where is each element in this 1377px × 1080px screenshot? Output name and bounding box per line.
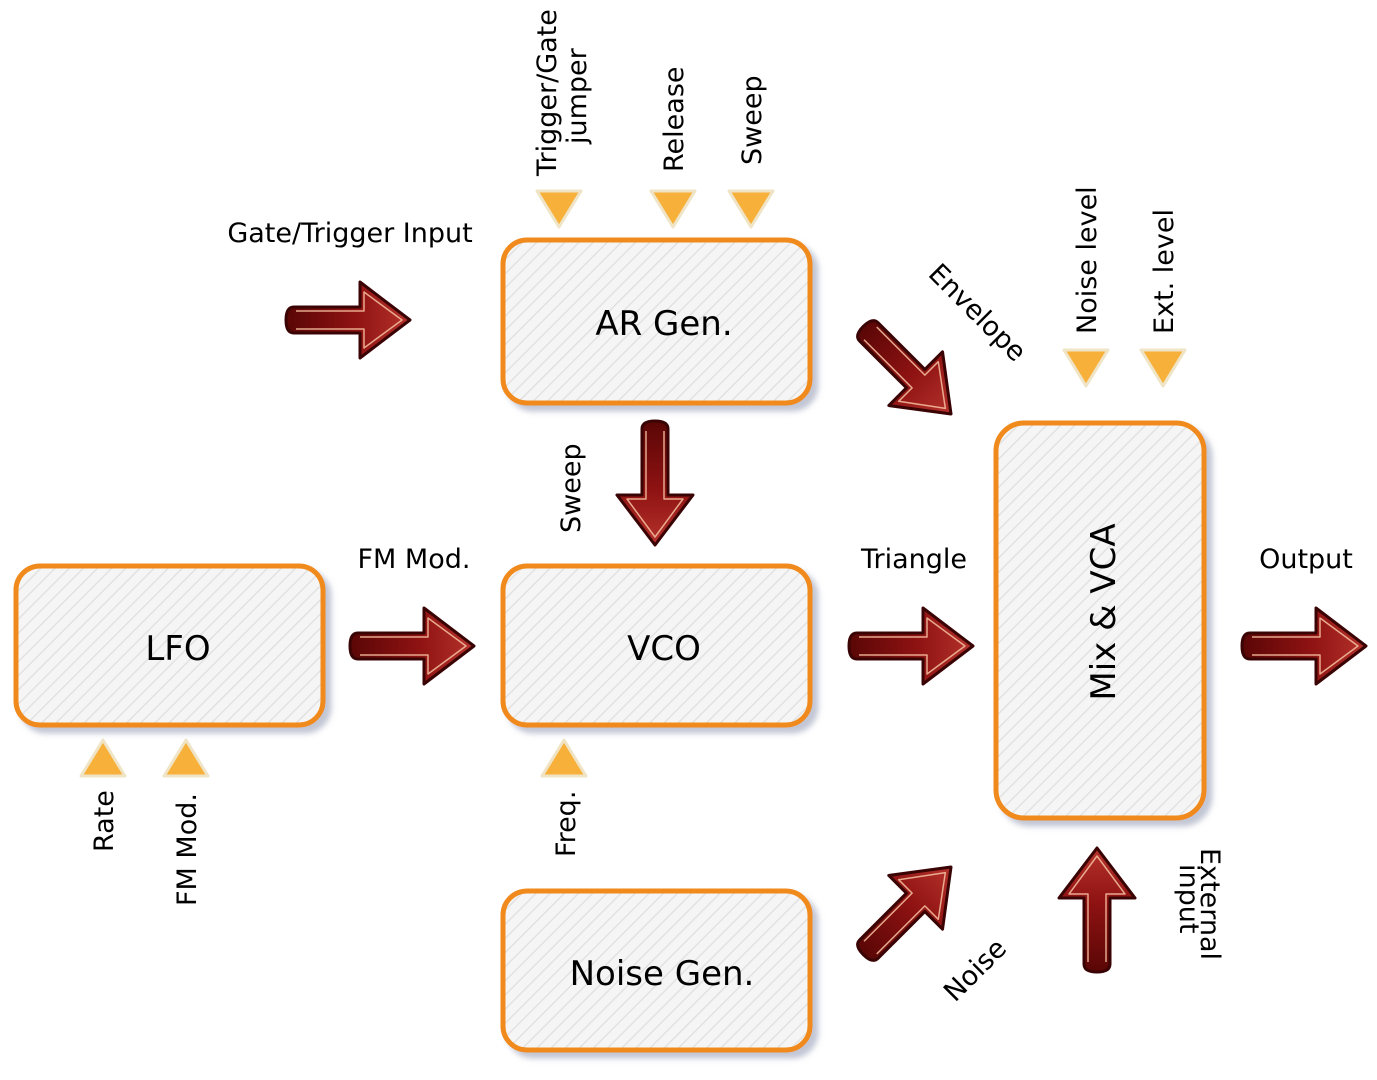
external-input-arrow-icon (1057, 846, 1137, 974)
trigger-gate-jumper-knob-icon[interactable] (535, 189, 583, 229)
sweep-signal-label: Sweep (556, 443, 587, 533)
noise-signal-label: Noise (938, 933, 1013, 1008)
external-input-label-line1: External (1194, 848, 1225, 960)
ext-level-label: Ext. level (1149, 209, 1180, 334)
mix-vca-label: Mix & VCA (1084, 523, 1124, 700)
envelope-arrow-icon (834, 297, 980, 443)
output-label: Output (1259, 544, 1353, 575)
lfo-fm-mod-label: FM Mod. (172, 793, 203, 906)
gate-input-arrow-icon (284, 280, 412, 360)
lfo-block: LFO (13, 563, 326, 728)
freq-knob-icon[interactable] (540, 738, 588, 778)
noise-level-knob-icon[interactable] (1062, 348, 1110, 388)
rate-label: Rate (89, 790, 120, 852)
lfo-label: LFO (145, 629, 210, 669)
fm-mod-arrow-icon (348, 606, 476, 686)
external-input-label-line2: input (1173, 864, 1204, 933)
output-arrow-icon (1240, 606, 1368, 686)
rate-knob-icon[interactable] (79, 738, 127, 778)
sweep-knob-icon[interactable] (727, 189, 775, 229)
mix-vca-block: Mix & VCA (993, 420, 1207, 821)
triangle-arrow-icon (847, 606, 975, 686)
trigger-gate-jumper-label-line2: jumper (562, 47, 593, 145)
noise-gen-label: Noise Gen. (570, 954, 755, 994)
triangle-label: Triangle (860, 544, 967, 575)
ar-gen-label: AR Gen. (595, 304, 732, 344)
noise-level-label: Noise level (1072, 186, 1103, 334)
ext-level-knob-icon[interactable] (1139, 348, 1187, 388)
noise-gen-block: Noise Gen. (500, 888, 813, 1053)
lfo-fm-mod-knob-icon[interactable] (162, 738, 210, 778)
sweep-control-label: Sweep (737, 75, 768, 165)
release-knob-icon[interactable] (649, 189, 697, 229)
fm-mod-signal-label: FM Mod. (358, 544, 471, 575)
release-label: Release (659, 67, 690, 173)
vco-block: VCO (500, 563, 813, 728)
freq-label: Freq. (551, 791, 582, 857)
envelope-label: Envelope (922, 258, 1032, 368)
trigger-gate-jumper-label-line1: Trigger/Gate (532, 9, 563, 177)
noise-arrow-icon (834, 838, 980, 984)
gate-trigger-input-label: Gate/Trigger Input (227, 218, 472, 249)
ar-gen-block: AR Gen. (500, 237, 813, 406)
sweep-arrow-icon (615, 419, 695, 547)
vco-label: VCO (627, 629, 701, 669)
